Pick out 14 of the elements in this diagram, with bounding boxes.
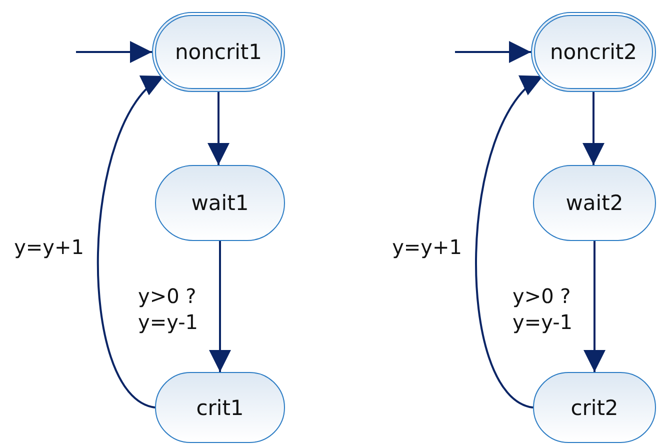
state-name: wait1	[191, 191, 249, 215]
state-name: noncrit2	[550, 40, 638, 64]
transition-arrow	[455, 41, 531, 63]
state-name: wait2	[566, 191, 624, 215]
state-name: noncrit1	[174, 40, 262, 64]
transition-arrow	[208, 92, 230, 165]
state-name: crit2	[570, 396, 618, 420]
transition-arrow	[209, 241, 231, 372]
transition-arrow	[584, 241, 606, 372]
transition-arrow	[582, 92, 604, 165]
transition-arrow	[76, 41, 152, 63]
transition-arrow	[475, 75, 544, 408]
transition-arrow	[97, 75, 165, 408]
state-name: crit1	[196, 396, 244, 420]
